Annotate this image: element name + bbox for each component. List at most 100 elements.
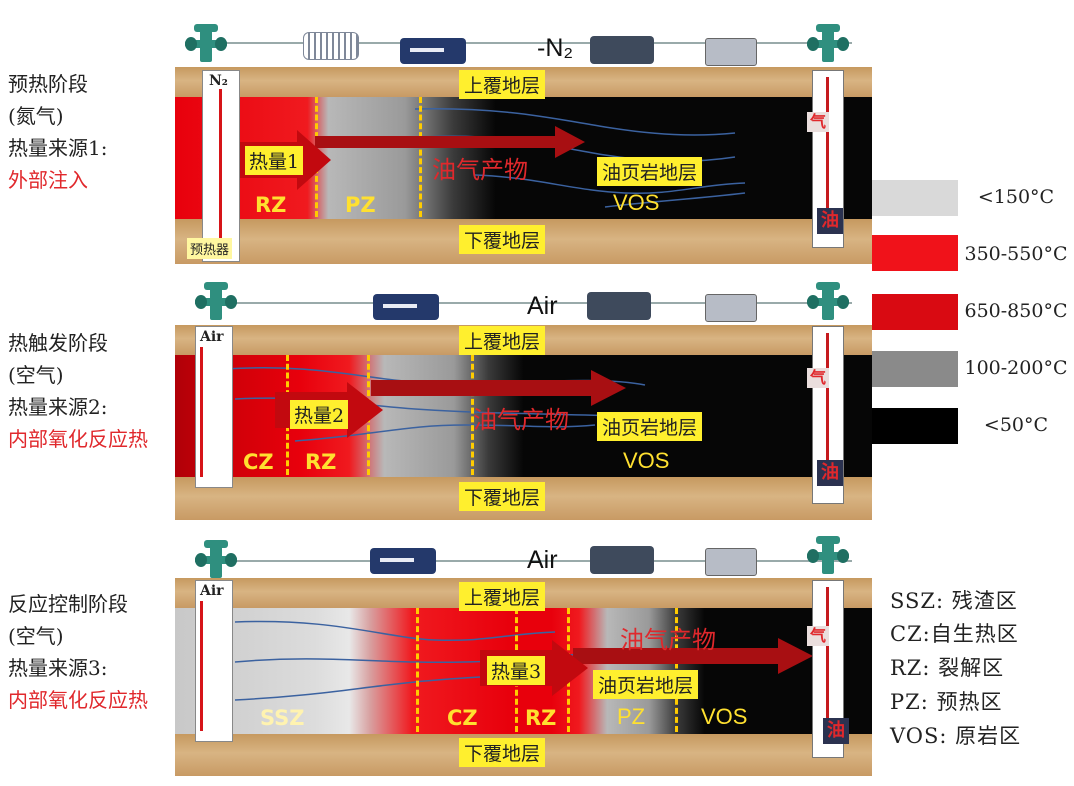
injection-wellhead-icon: [195, 282, 237, 322]
pipeline: [195, 560, 852, 562]
oil-marker: 油: [817, 208, 843, 234]
panel-thermal-trigger: Air Air 上覆地层 下覆地层 热量2 油气产物 油页岩地层 CZ RZ V…: [175, 270, 872, 520]
heat-label: 热量1: [245, 146, 304, 175]
compressor-icon: [705, 294, 757, 322]
zone-boundary: [471, 355, 474, 475]
panel-preheat: -N₂ N₂ 预热器 上覆地层 下覆地层 热量1 油气产物 油页岩地层 RZ P…: [175, 12, 872, 264]
shale-label: 油页岩地层: [593, 670, 699, 699]
gas-marker: 气: [807, 626, 829, 646]
injection-gas-label: Air: [527, 292, 558, 320]
product-arrow: [573, 638, 813, 674]
injection-well: Air: [195, 326, 233, 488]
control-unit-icon: [373, 294, 439, 320]
underburden-label: 下覆地层: [459, 482, 546, 511]
separator-icon: [587, 292, 651, 320]
product-arrow: [371, 370, 626, 406]
zone-cz: CZ: [447, 706, 478, 730]
injector-gas-label: N₂: [209, 73, 228, 89]
underburden-label: 下覆地层: [459, 738, 546, 767]
oil-marker: 油: [823, 718, 849, 744]
shale-label: 油页岩地层: [597, 157, 703, 186]
injection-wellhead-icon: [185, 24, 227, 64]
separator-icon: [590, 546, 654, 574]
heat-label: 热量3: [487, 656, 546, 685]
injection-gas-label: -N₂: [537, 34, 574, 62]
stage-3-source-detail: 内部氧化反应热: [8, 688, 148, 712]
zone-ssz: SSZ: [260, 706, 305, 730]
zone-vos: VOS: [701, 704, 748, 729]
gas-marker: 气: [807, 112, 829, 132]
injector-pipe: [219, 89, 222, 239]
legend-label-4: 100-200°C: [964, 357, 1068, 379]
production-wellhead-icon: [807, 536, 849, 576]
pipeline: [195, 42, 852, 44]
heater-label: 预热器: [187, 238, 233, 259]
legend-swatch-5: [872, 408, 958, 444]
zone-boundary: [419, 97, 422, 217]
heater-coil-icon: [303, 32, 359, 60]
overburden-label: 上覆地层: [459, 326, 546, 355]
stage-1-text: 预热阶段 (氮气) 热量来源1: 外部注入: [8, 68, 107, 196]
surface-equipment: Air: [175, 528, 872, 583]
legend-label-2: 350-550°C: [964, 243, 1068, 265]
injection-wellhead-icon: [195, 540, 237, 580]
stage-2-gas: (空气): [8, 363, 64, 387]
stage-3-source: 热量来源3:: [8, 656, 108, 680]
zone-vos: VOS: [623, 448, 670, 473]
gas-marker: 气: [807, 368, 829, 388]
surface-equipment: Air: [175, 270, 872, 325]
abbr-cz: CZ:自生热区: [890, 622, 1019, 646]
separator-icon: [590, 36, 654, 64]
zone-rz: RZ: [305, 450, 337, 474]
compressor-icon: [705, 38, 757, 66]
stage-2-source-detail: 内部氧化反应热: [8, 427, 148, 451]
zone-rz: RZ: [525, 706, 557, 730]
abbr-pz: PZ: 预热区: [890, 690, 1003, 714]
injection-well: Air: [195, 580, 233, 742]
control-unit-icon: [370, 548, 436, 574]
injector-gas-label: Air: [200, 583, 224, 599]
stage-3-gas: (空气): [8, 624, 64, 648]
abbr-ssz: SSZ: 残渣区: [890, 589, 1018, 613]
product-label: 油气产物: [620, 626, 716, 654]
stage-2-name: 热触发阶段: [8, 331, 108, 355]
legend-label-3: 650-850°C: [964, 300, 1068, 322]
legend-label-1: <150°C: [977, 186, 1055, 208]
stage-1-source-detail: 外部注入: [8, 168, 88, 192]
stage-1-source: 热量来源1:: [8, 136, 108, 160]
injector-gas-label: Air: [200, 329, 224, 345]
oil-marker: 油: [817, 460, 843, 486]
shale-label: 油页岩地层: [597, 412, 703, 441]
legend-swatch-2: [872, 235, 958, 271]
production-wellhead-icon: [807, 24, 849, 64]
legend-swatch-1: [872, 180, 958, 216]
zone-pz: PZ: [345, 193, 376, 217]
zone-boundary: [416, 608, 419, 732]
legend-swatch-4: [872, 351, 958, 387]
stage-1-name: 预热阶段: [8, 72, 88, 96]
product-arrow: [315, 126, 585, 158]
underburden-label: 下覆地层: [459, 225, 546, 254]
stage-3-name: 反应控制阶段: [8, 592, 128, 616]
stage-1-gas: (氮气): [8, 104, 64, 128]
product-label: 油气产物: [473, 406, 569, 434]
panel-reaction-control: Air Air 上覆地层 下覆地层 热量3 油气产物 油页岩地层 SSZ CZ …: [175, 528, 872, 776]
zone-pz: PZ: [617, 704, 646, 729]
heat-label: 热量2: [290, 400, 349, 429]
zone-cz: CZ: [243, 450, 274, 474]
stage-2-source: 热量来源2:: [8, 395, 108, 419]
legend-swatch-3: [872, 294, 958, 330]
overburden-label: 上覆地层: [459, 70, 546, 99]
product-label: 油气产物: [432, 156, 528, 184]
zone-rz: RZ: [255, 193, 287, 217]
control-unit-icon: [400, 38, 466, 64]
surface-equipment: -N₂: [175, 12, 872, 67]
injection-well: N₂: [202, 70, 240, 262]
overburden-label: 上覆地层: [459, 582, 546, 611]
pipeline: [195, 302, 852, 304]
production-wellhead-icon: [807, 282, 849, 322]
stage-3-text: 反应控制阶段 (空气) 热量来源3: 内部氧化反应热: [8, 588, 148, 716]
abbr-rz: RZ: 裂解区: [890, 656, 1005, 680]
stage-2-text: 热触发阶段 (空气) 热量来源2: 内部氧化反应热: [8, 327, 148, 455]
zone-vos: VOS: [613, 190, 660, 215]
